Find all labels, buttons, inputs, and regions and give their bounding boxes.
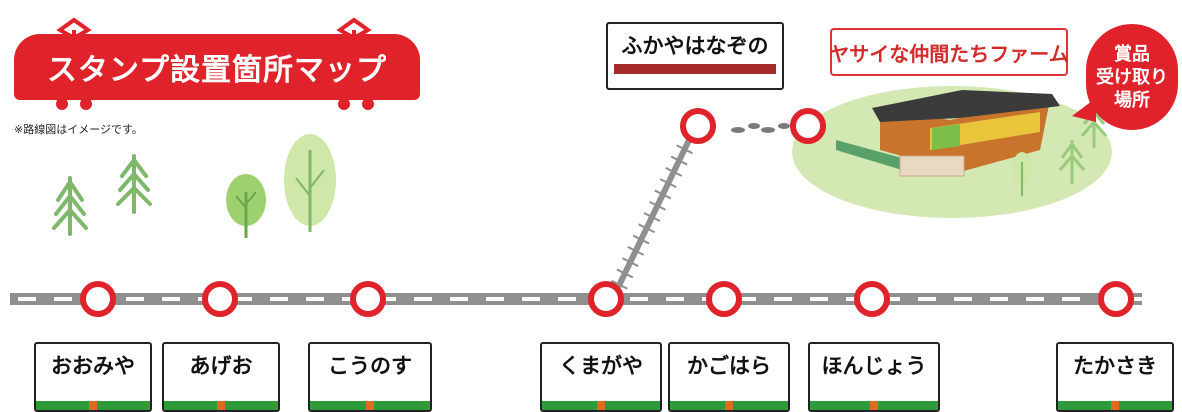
station-ring-icon [588, 281, 624, 317]
station-sign: くまがや [540, 342, 662, 412]
station-ring-icon [854, 281, 890, 317]
farm-house-icon [836, 90, 1060, 177]
station-sign: たかさき [1056, 342, 1174, 412]
pine-tree-icon [116, 154, 152, 214]
main-track [10, 293, 1152, 305]
farm-name: ヤサイな仲間たちファーム [829, 41, 1069, 66]
station-name: あげお [189, 354, 253, 378]
prize-location-bubble: 賞品 受け取り 場所 [1086, 24, 1178, 130]
prize-line: 賞品 [1114, 43, 1150, 65]
round-tree-icon [1012, 152, 1032, 196]
sign-stripe [670, 401, 788, 410]
sign-stripe [1058, 401, 1172, 410]
sign-stripe [542, 401, 660, 410]
station-ring-icon [680, 108, 716, 144]
farm-sign: ヤサイな仲間たちファーム [829, 28, 1069, 76]
station-ring-icon [706, 281, 742, 317]
pine-tree-icon [52, 176, 88, 236]
prize-line: 場所 [1114, 89, 1150, 111]
round-tree-icon [226, 174, 266, 238]
sign-stripe [310, 401, 430, 410]
sign-stripe [36, 401, 150, 410]
station-name: かごはら [687, 354, 771, 378]
station-ring-icon [202, 281, 238, 317]
map-note: ※路線図はイメージです。 [14, 123, 143, 136]
station-name: たかさき [1073, 354, 1157, 378]
round-tree-icon [284, 134, 336, 232]
station-sign: あげお [162, 342, 280, 412]
station-ring-icon [350, 281, 386, 317]
title-banner: スタンプ設置箇所マップ [14, 34, 420, 100]
station-ring-icon [790, 108, 826, 144]
footsteps-icon [731, 123, 790, 133]
prize-line: 受け取り [1096, 66, 1168, 88]
station-ring-icon [1098, 281, 1134, 317]
station-sign: おおみや [34, 342, 152, 412]
station-sign: こうのす [308, 342, 432, 412]
map-illustration [10, 17, 1152, 317]
station-sign-fukaya-hanazono: ふかやはなぞの [606, 22, 784, 90]
station-name: ふかやはなぞの [621, 34, 769, 58]
branch-track [610, 136, 694, 298]
station-sign: ほんじょう [808, 342, 940, 412]
station-name: ほんじょう [821, 354, 927, 378]
station-name: こうのす [328, 354, 412, 378]
page-title: スタンプ設置箇所マップ [46, 53, 388, 88]
sign-stripe [164, 401, 278, 410]
sign-stripe [614, 64, 776, 74]
station-name: おおみや [51, 354, 135, 378]
sign-stripe [810, 401, 938, 410]
station-sign: かごはら [668, 342, 790, 412]
station-ring-icon [80, 281, 116, 317]
station-name: くまがや [559, 354, 643, 378]
